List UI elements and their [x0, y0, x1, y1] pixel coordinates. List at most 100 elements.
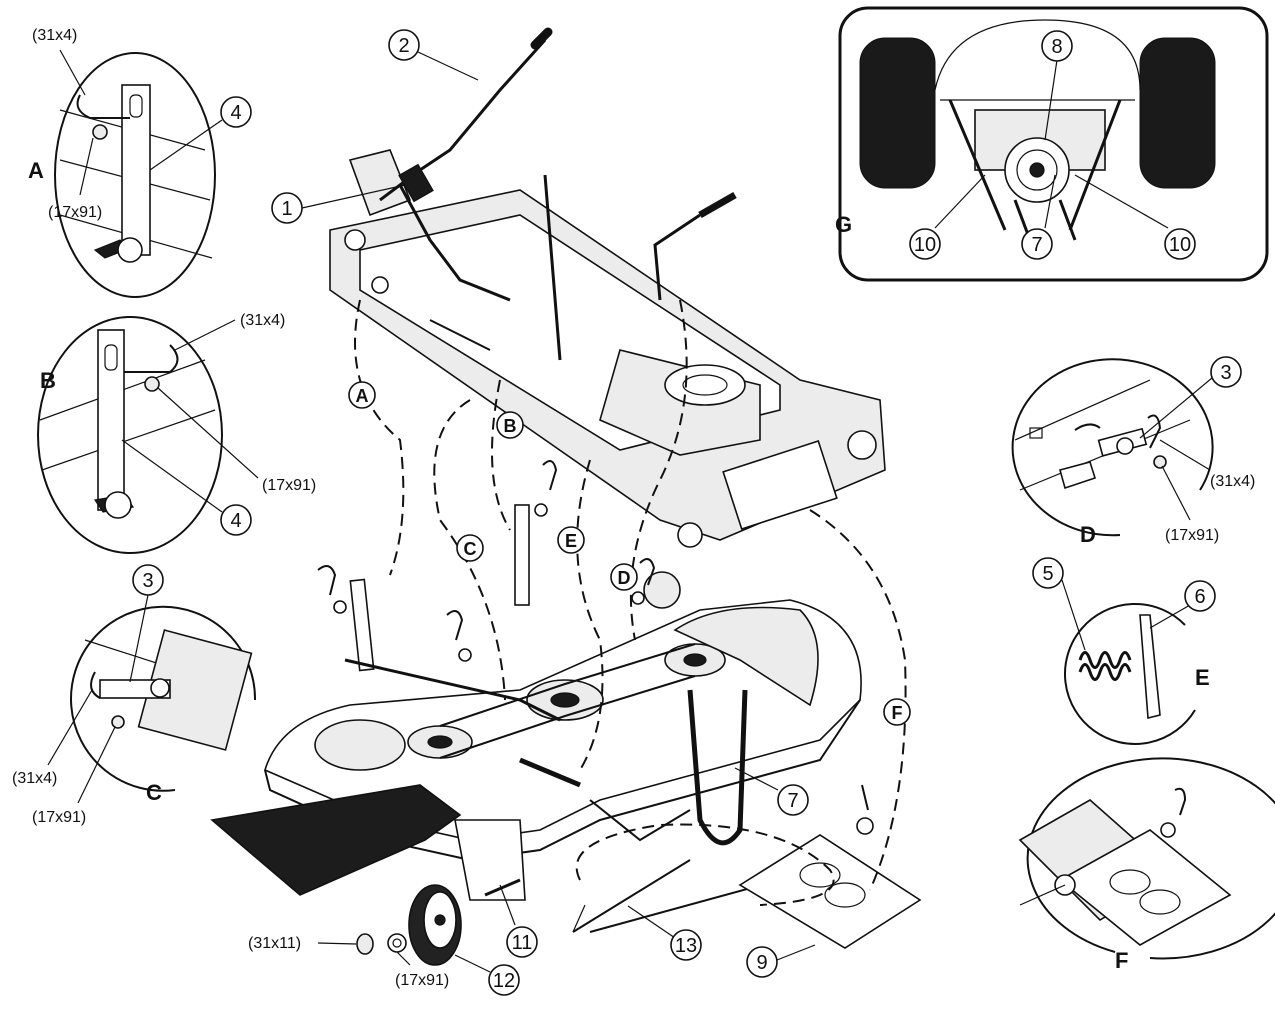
- marker-e-main: E: [557, 526, 585, 554]
- detail-c-frame-plate: [137, 629, 253, 751]
- deck-discharge-flap: [210, 784, 462, 896]
- dashed-ellipse-deck-front: [575, 823, 835, 906]
- marker-f-main: F: [883, 698, 911, 726]
- marker-b-main: B: [496, 411, 524, 439]
- callout-1: 1: [271, 184, 406, 224]
- marker-d-main: D: [610, 563, 638, 591]
- detail-d-leader-31x4: [1159, 439, 1211, 471]
- detail-b-washer-code: (17x91): [262, 477, 316, 494]
- detail-a-leader-17x91: [79, 137, 94, 196]
- detail-g: [838, 6, 1269, 282]
- svg-text:3: 3: [142, 570, 153, 592]
- detail-b-leader-31x4: [174, 319, 236, 351]
- detail-a-bracket: [121, 84, 151, 256]
- detail-b-bracket: [97, 329, 125, 511]
- detail-d-leader-3: [1139, 377, 1213, 439]
- wheel-washer-code: (17x91): [395, 972, 449, 989]
- svg-text:3: 3: [1220, 362, 1231, 384]
- detail-d-pin-code: (31x4): [1210, 473, 1255, 490]
- deck-belt-loop: [687, 689, 748, 846]
- rods: [572, 859, 781, 941]
- detail-a: [54, 49, 223, 298]
- washer-d: [631, 591, 645, 605]
- detail-b-pin-code: (31x4): [240, 312, 285, 329]
- callout-3-c: 3: [132, 564, 164, 596]
- svg-text:13: 13: [675, 935, 697, 957]
- detail-b-label: B: [40, 368, 56, 393]
- detail-d-leader-17x91: [1161, 465, 1191, 521]
- gauge-wheel-clip: [356, 933, 374, 955]
- callout-2: 2: [388, 29, 479, 81]
- pin-a: [317, 565, 337, 596]
- detail-a-leader-31x4: [59, 49, 86, 96]
- detail-f-label: F: [1115, 948, 1128, 973]
- detail-g-right-tire: [1139, 37, 1216, 189]
- callout-10-left: 10: [909, 228, 941, 260]
- callout-13: 13: [670, 929, 702, 961]
- dashed-path-a: [354, 299, 405, 576]
- callout-12: 12: [454, 954, 520, 996]
- svg-text:4: 4: [230, 102, 241, 124]
- marker-a-main: A: [348, 381, 376, 409]
- pin-b: [542, 460, 558, 491]
- callout-3-d: 3: [1210, 356, 1242, 388]
- detail-c-leader-3: [129, 594, 149, 683]
- svg-text:F: F: [892, 703, 903, 723]
- detail-e-bracket: [1139, 614, 1161, 720]
- deck-discharge-chute: [673, 606, 819, 707]
- svg-text:10: 10: [1169, 234, 1191, 256]
- svg-text:12: 12: [493, 970, 515, 992]
- lift-lever: [379, 27, 553, 302]
- detail-f: [1018, 757, 1275, 960]
- svg-text:10: 10: [914, 234, 936, 256]
- detail-g-left-tire: [859, 37, 936, 189]
- svg-text:11: 11: [512, 932, 533, 954]
- pin-d: [639, 558, 656, 586]
- pin-9: [861, 784, 869, 811]
- detail-c-label: C: [146, 780, 162, 805]
- callout-8: 8: [1041, 30, 1073, 62]
- svg-text:2: 2: [398, 35, 409, 57]
- svg-text:1: 1: [281, 198, 292, 220]
- svg-text:D: D: [618, 568, 631, 588]
- detail-c: [47, 594, 257, 804]
- washer-c: [458, 648, 472, 662]
- callout-4-top: 4: [220, 96, 252, 128]
- callout-4-b: 4: [220, 504, 252, 536]
- deck-hanger-bracket-center: [514, 504, 530, 606]
- marker-c-main: C: [456, 534, 484, 562]
- callout-7-main: 7: [734, 767, 809, 816]
- detail-a-leader-4: [149, 119, 223, 171]
- callout-6: 6: [1184, 580, 1216, 612]
- dashed-path-c: [433, 399, 506, 701]
- svg-text:6: 6: [1194, 586, 1205, 608]
- svg-text:C: C: [464, 539, 477, 559]
- svg-text:7: 7: [1031, 234, 1042, 256]
- detail-c-pin-code: (31x4): [12, 770, 57, 787]
- dashed-path-f: [809, 509, 907, 891]
- washer-a: [333, 600, 347, 614]
- detail-a-washer-code: (17x91): [48, 204, 102, 221]
- detail-b: [37, 316, 259, 554]
- clip-code: (31x11): [248, 935, 301, 952]
- front-bracket-plate: [738, 784, 922, 949]
- svg-text:8: 8: [1051, 36, 1062, 58]
- svg-text:E: E: [565, 531, 577, 551]
- callout-10-right: 10: [1164, 228, 1196, 260]
- gauge-wheel: [408, 878, 521, 966]
- detail-b-leader-4: [121, 439, 223, 513]
- detail-d: [1011, 358, 1214, 537]
- svg-text:7: 7: [787, 790, 798, 812]
- detail-e: [1061, 579, 1196, 745]
- detail-a-label: A: [28, 158, 44, 183]
- mower-deck: [210, 504, 862, 901]
- svg-text:4: 4: [230, 510, 241, 532]
- callout-11: 11: [499, 884, 538, 958]
- dashed-path-b: [491, 379, 511, 531]
- detail-g-label: G: [835, 212, 852, 237]
- washer-b: [534, 503, 548, 517]
- svg-text:5: 5: [1042, 563, 1053, 585]
- deck-hanger-bracket-left: [349, 578, 375, 672]
- svg-text:9: 9: [756, 952, 767, 974]
